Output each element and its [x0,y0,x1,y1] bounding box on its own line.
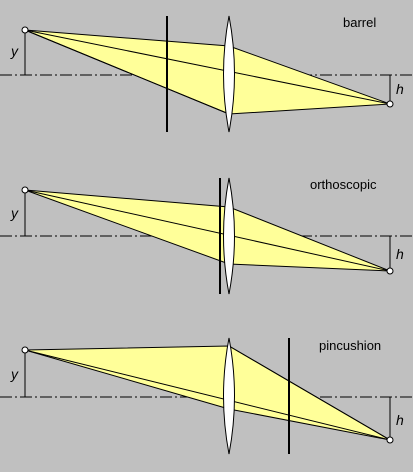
h-symbol: h [396,246,404,262]
y-symbol: y [10,43,19,59]
panel-pincushion: y h pincushion [0,337,413,455]
object-point [21,186,29,194]
chief-ray [24,29,391,105]
ray-bundle [24,29,391,115]
y-symbol: y [10,205,19,221]
panel-orthoscopic: y h orthoscopic [0,177,413,295]
object-point [21,346,29,354]
ray-bundle [24,345,391,441]
chief-ray [24,349,391,441]
lens [223,177,235,295]
image-point [386,100,394,108]
h-symbol: h [396,412,404,428]
chief-ray [24,189,391,272]
image-point [386,267,394,275]
panel-label: pincushion [319,338,381,353]
panel-barrel: y h barrel [0,15,413,133]
object-point [21,26,29,34]
panel-label: orthoscopic [310,177,377,192]
chief-ray [24,29,230,115]
h-symbol: h [396,81,404,97]
chief-ray [228,345,391,441]
y-symbol: y [10,366,19,382]
lens [223,337,235,455]
panel-label: barrel [343,15,376,30]
lens [223,15,235,133]
image-point [386,436,394,444]
